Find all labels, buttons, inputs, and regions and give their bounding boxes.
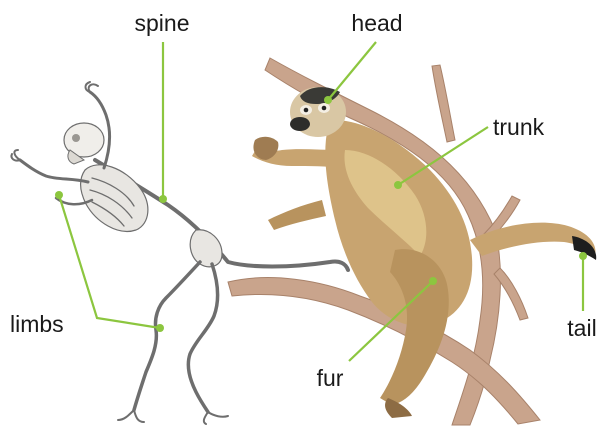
label-limbs: limbs — [10, 311, 64, 337]
label-trunk: trunk — [493, 114, 545, 140]
label-tail: tail — [567, 315, 596, 341]
label-head: head — [351, 10, 402, 36]
monkey-skeleton-illustration — [11, 82, 348, 424]
head-leader — [328, 42, 376, 100]
label-fur: fur — [317, 365, 344, 391]
squirrel-monkey-illustration — [252, 87, 596, 418]
skeleton-leg — [134, 262, 200, 410]
label-spine: spine — [135, 10, 190, 36]
